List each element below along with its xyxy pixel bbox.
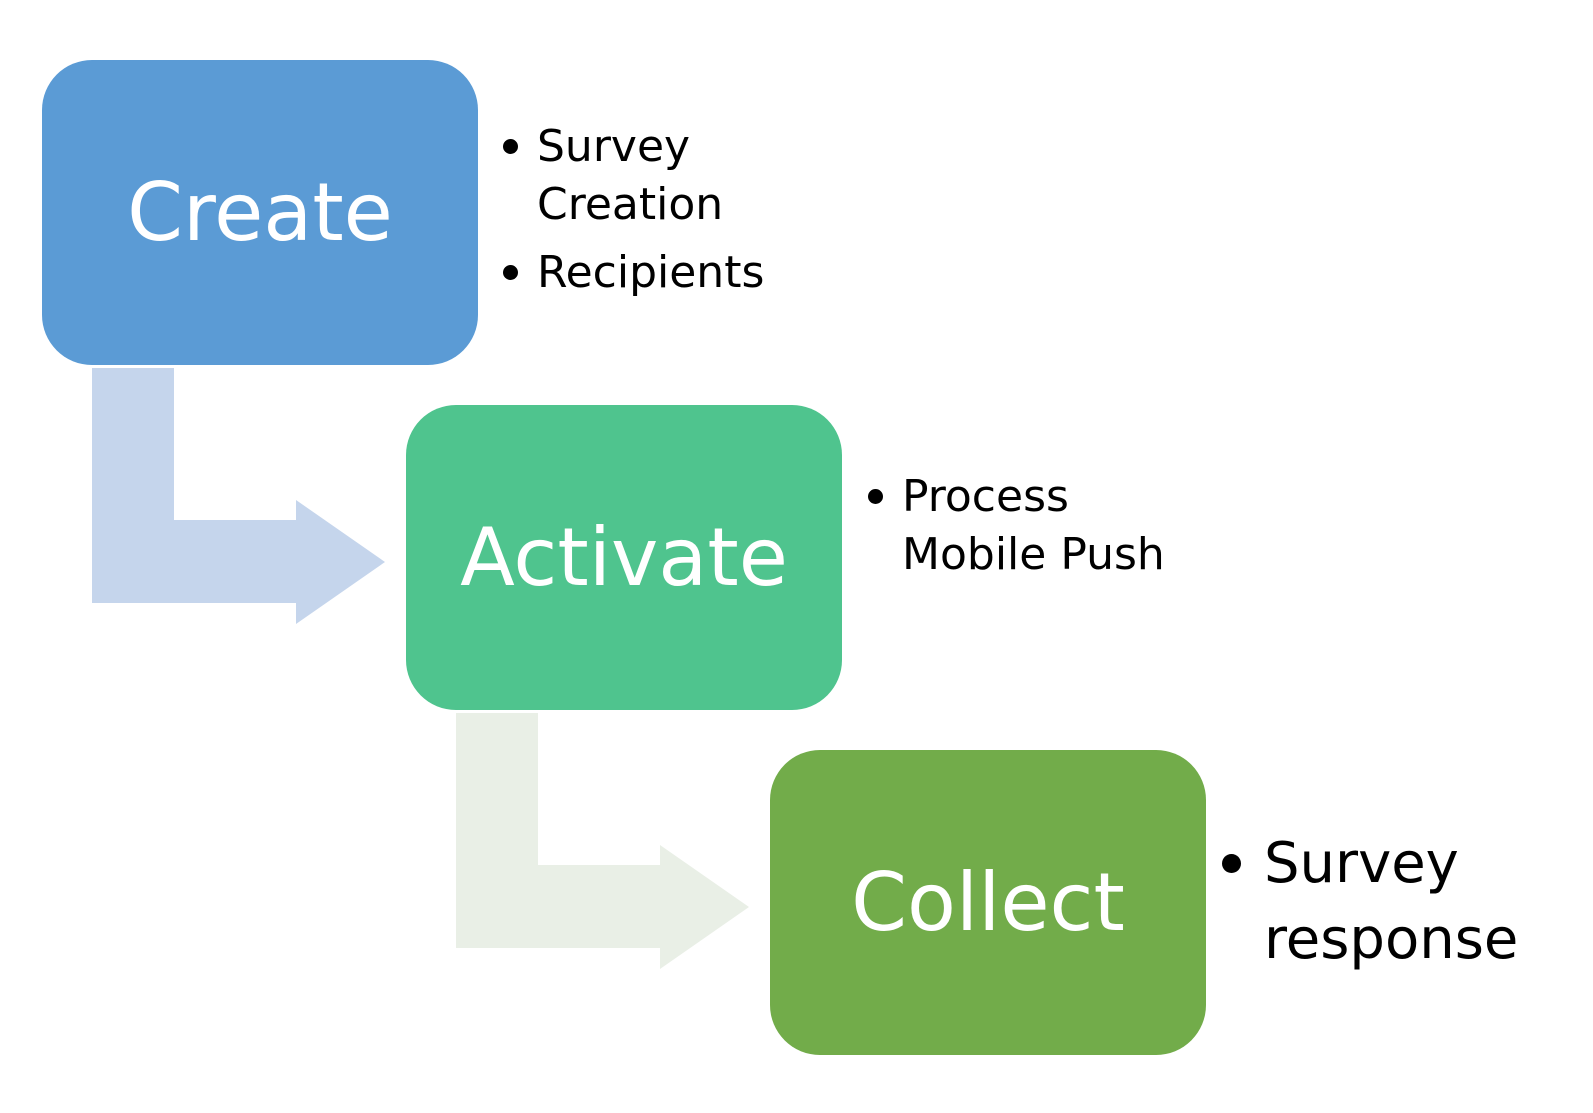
step-create-label: Create <box>127 166 393 259</box>
bullet-item: Recipients <box>503 244 823 302</box>
step-create-box: Create <box>42 60 478 365</box>
bullet-item: Survey response <box>1222 826 1582 978</box>
step-collect-label: Collect <box>851 856 1125 949</box>
step-collect-bullets: Survey response <box>1222 826 1582 978</box>
step-create-bullets: Survey Creation Recipients <box>503 118 823 312</box>
bullet-item: Survey Creation <box>503 118 823 234</box>
connector-arrow-create-activate <box>92 368 385 624</box>
step-activate-bullets: Process Mobile Push <box>868 468 1168 584</box>
connector-arrow-activate-collect <box>456 713 749 969</box>
step-activate-box: Activate <box>406 405 842 710</box>
bullet-item: Process Mobile Push <box>868 468 1168 584</box>
step-activate-label: Activate <box>460 511 788 604</box>
step-collect-box: Collect <box>770 750 1206 1055</box>
